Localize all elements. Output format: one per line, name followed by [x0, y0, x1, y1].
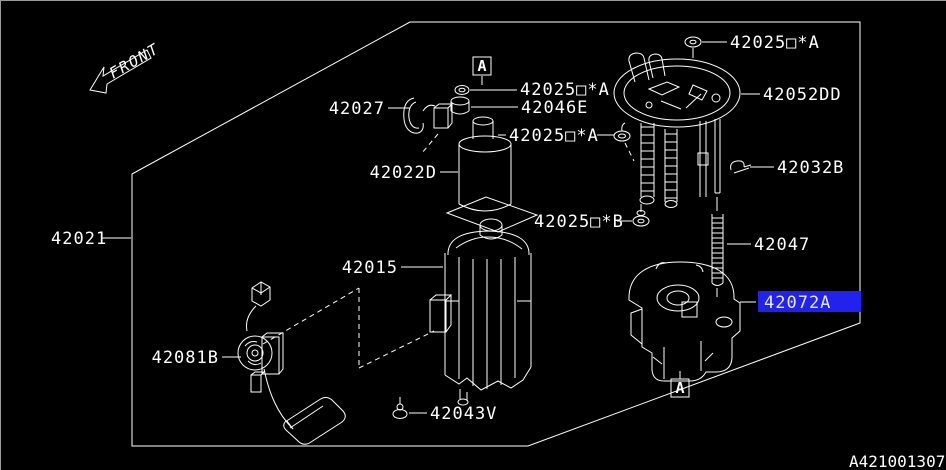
part-42015: 42015 [342, 230, 532, 406]
callout-a-letter-top: A [477, 57, 486, 75]
part-label-42025b[interactable]: 42025□*B [534, 212, 624, 232]
front-indicator: FRONT [89, 39, 163, 94]
bracket-icon [403, 97, 424, 134]
callout-a-letter-bottom: A [675, 379, 684, 397]
panel-outline [131, 21, 861, 447]
part-label-42032b[interactable]: 42032B [777, 158, 844, 178]
part-42025a-mid: 42025□*A [454, 80, 610, 100]
selected-part-highlight[interactable] [758, 291, 861, 312]
float-icon [283, 397, 346, 445]
part-label-42021[interactable]: 42021 [51, 229, 107, 249]
part-label-42022d[interactable]: 42022D [370, 163, 437, 183]
sender-connector-icon [251, 281, 271, 307]
washer-icon [632, 215, 650, 227]
pump-lid-icon [613, 58, 741, 128]
callout-a-bottom: A [670, 371, 690, 398]
washer-icon [684, 36, 702, 48]
part-label-42046e[interactable]: 42046E [521, 98, 588, 118]
part-label-42025a-mid[interactable]: 42025□*A [520, 80, 610, 100]
part-label-42025a-grommet[interactable]: 42025□*A [509, 126, 599, 146]
part-42046e: 42046E [450, 96, 588, 118]
part-42047: 42047 [711, 199, 810, 297]
part-label-42047[interactable]: 42047 [754, 235, 810, 255]
callout-a-top: A [472, 56, 492, 85]
pump-icon [472, 116, 494, 126]
part-label-42025a-top[interactable]: 42025□*A [730, 33, 820, 53]
front-label: FRONT [106, 39, 163, 82]
sender-body-icon [237, 335, 273, 371]
pump-case-icon [447, 230, 530, 256]
part-42081b: 42081B [152, 281, 346, 445]
part-42025b: 42025□*B [534, 212, 650, 232]
callout-a-box-top [472, 56, 492, 76]
part-42021: 42021 [51, 229, 131, 249]
part-label-42081b[interactable]: 42081B [152, 348, 219, 368]
part-42025a-grommet: 42025□*A [498, 122, 635, 162]
callout-a-box-bottom [670, 378, 690, 398]
part-label-42052dd[interactable]: 42052DD [763, 85, 842, 105]
clip-icon [730, 160, 752, 174]
front-arrow-icon [89, 49, 152, 94]
diagram-id: A421001307 [849, 452, 945, 470]
part-42025a-top: 42025□*A [684, 33, 820, 58]
part-42072a: 42072A [628, 261, 861, 382]
part-label-42072a[interactable]: 42072A [764, 293, 831, 313]
part-42052dd: 42052DD [613, 52, 842, 216]
part-label-42027[interactable]: 42027 [329, 99, 385, 119]
part-42043v: 42043V [392, 397, 497, 424]
part-42032b: 42032B [730, 158, 844, 178]
spacer-icon [450, 96, 470, 106]
part-42022d: 42022D [370, 116, 539, 240]
assembly-reference-dashes [262, 287, 435, 369]
part-label-42043v[interactable]: 42043V [430, 404, 497, 424]
filter-body-icon [628, 261, 741, 382]
grommet-icon [613, 130, 631, 142]
washer-icon [454, 85, 470, 95]
part-label-42015[interactable]: 42015 [342, 258, 398, 278]
part-42027: 42027 [329, 97, 454, 154]
